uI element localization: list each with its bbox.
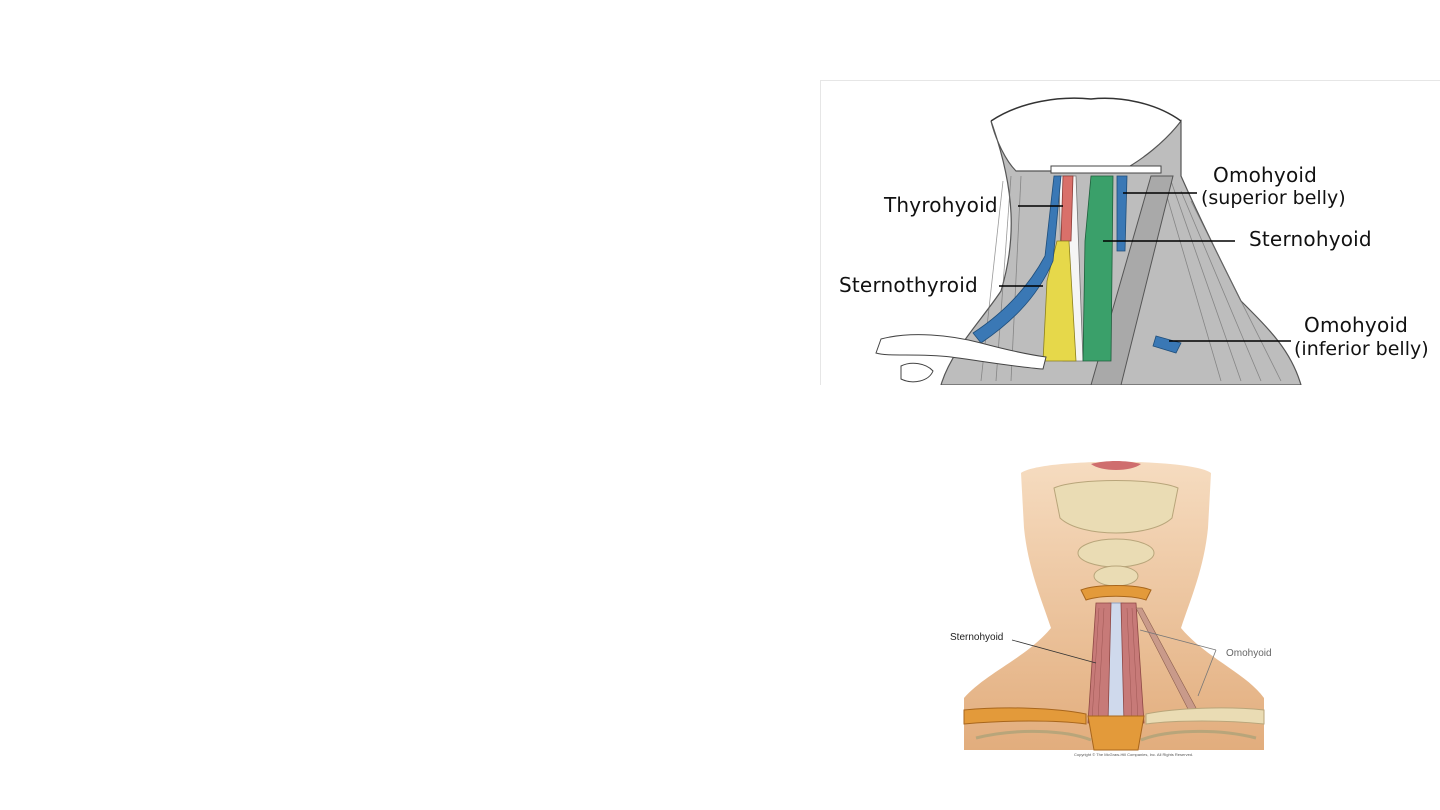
- label-omohyoid-inferior-belly: (inferior belly): [1294, 338, 1429, 360]
- copyright-text: Copyright © The McGraw-Hill Companies, I…: [1074, 752, 1194, 757]
- infrahyoid-muscles-diagram: Thyrohyoid Sternothyroid Omohyoid (super…: [820, 80, 1440, 385]
- label-sternohyoid: Sternohyoid: [1249, 227, 1372, 251]
- anterior-neck-illustration: [963, 461, 1265, 751]
- neck-illustration: [875, 97, 1302, 385]
- label-omohyoid-inferior: Omohyoid: [1304, 313, 1409, 337]
- anterior-neck-diagram: Sternohyoid Omohyoid Copyright © The McG…: [946, 458, 1286, 762]
- label-omohyoid-superior-belly: (superior belly): [1201, 187, 1346, 209]
- label-sternothyroid: Sternothyroid: [839, 273, 978, 297]
- label-omohyoid-superior: Omohyoid: [1213, 163, 1318, 187]
- label-omohyoid-small: Omohyoid: [1226, 648, 1272, 659]
- label-sternohyoid-small: Sternohyoid: [950, 632, 1004, 643]
- label-thyrohyoid: Thyrohyoid: [884, 193, 998, 217]
